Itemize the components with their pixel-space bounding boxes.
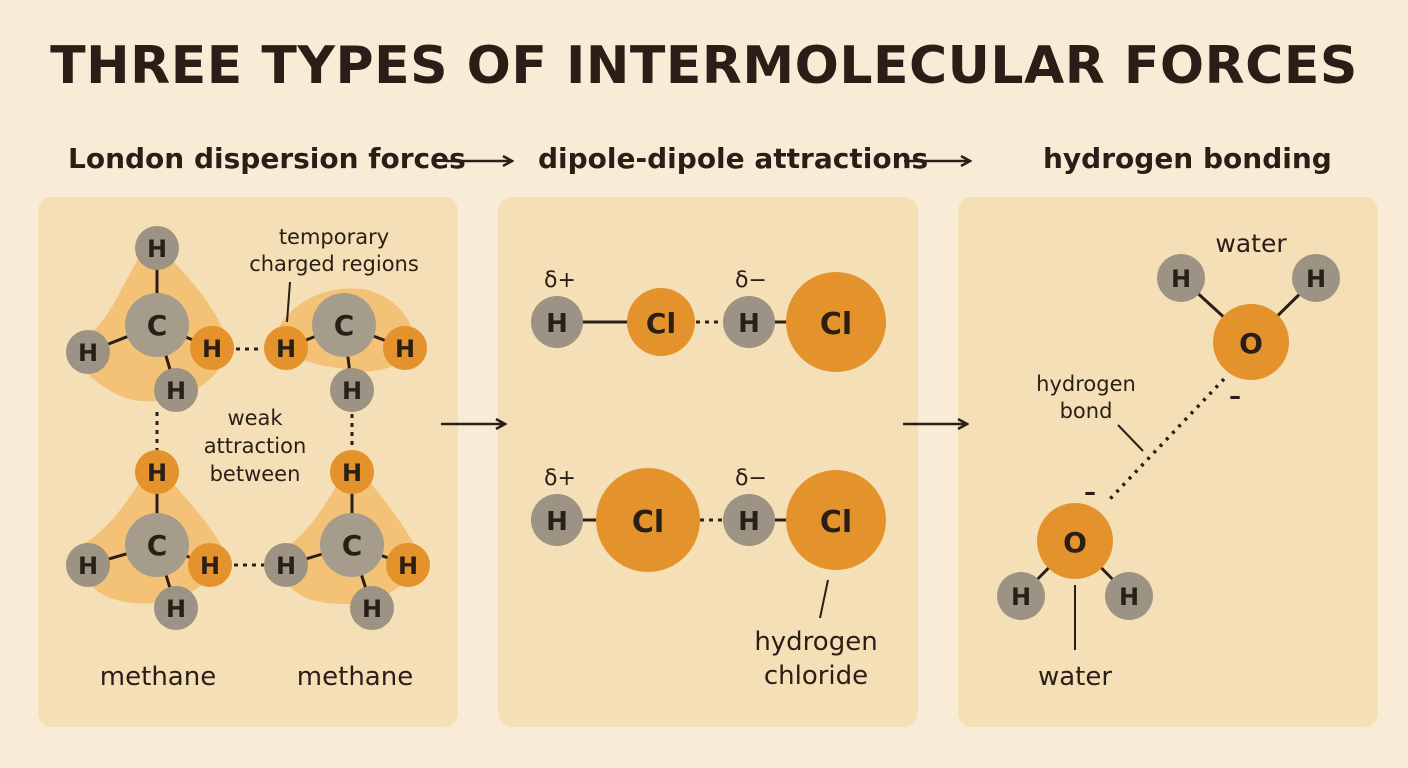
chlorine-atom: Cl (646, 307, 676, 340)
oxygen-atom: O (1063, 526, 1087, 559)
hydrogen-atom: H (276, 552, 296, 580)
hydrogen-atom: H (147, 459, 167, 487)
hydrogen-atom: H (342, 377, 362, 405)
heading-hydrogen-bonding: hydrogen bonding (1043, 142, 1332, 175)
label-chloride: chloride (764, 661, 868, 691)
delta-plus-label: δ+ (544, 466, 576, 491)
label-water-bottom: water (1038, 662, 1112, 692)
label-weak: weak (227, 406, 283, 430)
delta-minus-label: δ− (735, 466, 767, 491)
delta-plus-label: δ+ (544, 268, 576, 293)
hydrogen-atom: H (1306, 265, 1326, 293)
hydrogen-atom: H (546, 309, 568, 339)
hydrogen-atom: H (78, 339, 98, 367)
hydrogen-atom: H (738, 507, 760, 537)
charge-minus-bottom: – (1084, 478, 1096, 506)
chlorine-atom: Cl (820, 505, 852, 540)
heading-london-dispersion: London dispersion forces (68, 142, 466, 175)
carbon-atom: C (342, 529, 363, 562)
label-attraction: attraction (204, 434, 307, 458)
hydrogen-atom: H (147, 235, 167, 263)
chlorine-atom: Cl (632, 505, 664, 540)
label-hydrogen: hydrogen (754, 627, 877, 657)
page-title: THREE TYPES OF INTERMOLECULAR FORCES (50, 36, 1358, 96)
label-methane-left: methane (100, 662, 216, 692)
label-hydrogen-bond-line1: hydrogen (1036, 372, 1136, 396)
dipole-diagram: H Cl H Cl δ+ δ− H Cl H Cl δ+ δ− hydrogen (531, 268, 886, 691)
label-between: between (210, 462, 301, 486)
hydrogen-atom: H (546, 507, 568, 537)
hydrogen-atom: H (342, 459, 362, 487)
label-charged-regions: charged regions (249, 252, 419, 276)
hydrogen-atom: H (200, 552, 220, 580)
chlorine-atom: Cl (820, 307, 852, 342)
hydrogen-atom: H (166, 595, 186, 623)
london-diagram: C H H H H C H H H C H H H (66, 225, 430, 692)
charge-minus-top: – (1229, 382, 1241, 410)
heading-dipole-dipole: dipole-dipole attractions (538, 142, 929, 175)
carbon-atom: C (147, 309, 168, 342)
hydrogen-atom: H (1171, 265, 1191, 293)
label-hydrogen-bond-line2: bond (1060, 399, 1113, 423)
label-methane-right: methane (297, 662, 413, 692)
label-temporary: temporary (279, 225, 389, 249)
hydrogen-atom: H (202, 335, 222, 363)
panel-london (38, 197, 458, 727)
hydrogen-atom: H (398, 552, 418, 580)
label-water-top: water (1215, 229, 1287, 258)
hydrogen-atom: H (1011, 583, 1031, 611)
oxygen-atom: O (1239, 327, 1263, 360)
hydrogen-atom: H (78, 552, 98, 580)
hydrogen-atom: H (1119, 583, 1139, 611)
hydrogen-atom: H (276, 335, 296, 363)
hydrogen-atom: H (738, 309, 760, 339)
hydrogen-atom: H (166, 377, 186, 405)
hydrogen-atom: H (362, 595, 382, 623)
hbond-diagram: H H O water – – hydrogen bond H H O wate… (997, 229, 1340, 692)
delta-minus-label: δ− (735, 268, 767, 293)
carbon-atom: C (334, 309, 355, 342)
hydrogen-atom: H (395, 335, 415, 363)
carbon-atom: C (147, 529, 168, 562)
